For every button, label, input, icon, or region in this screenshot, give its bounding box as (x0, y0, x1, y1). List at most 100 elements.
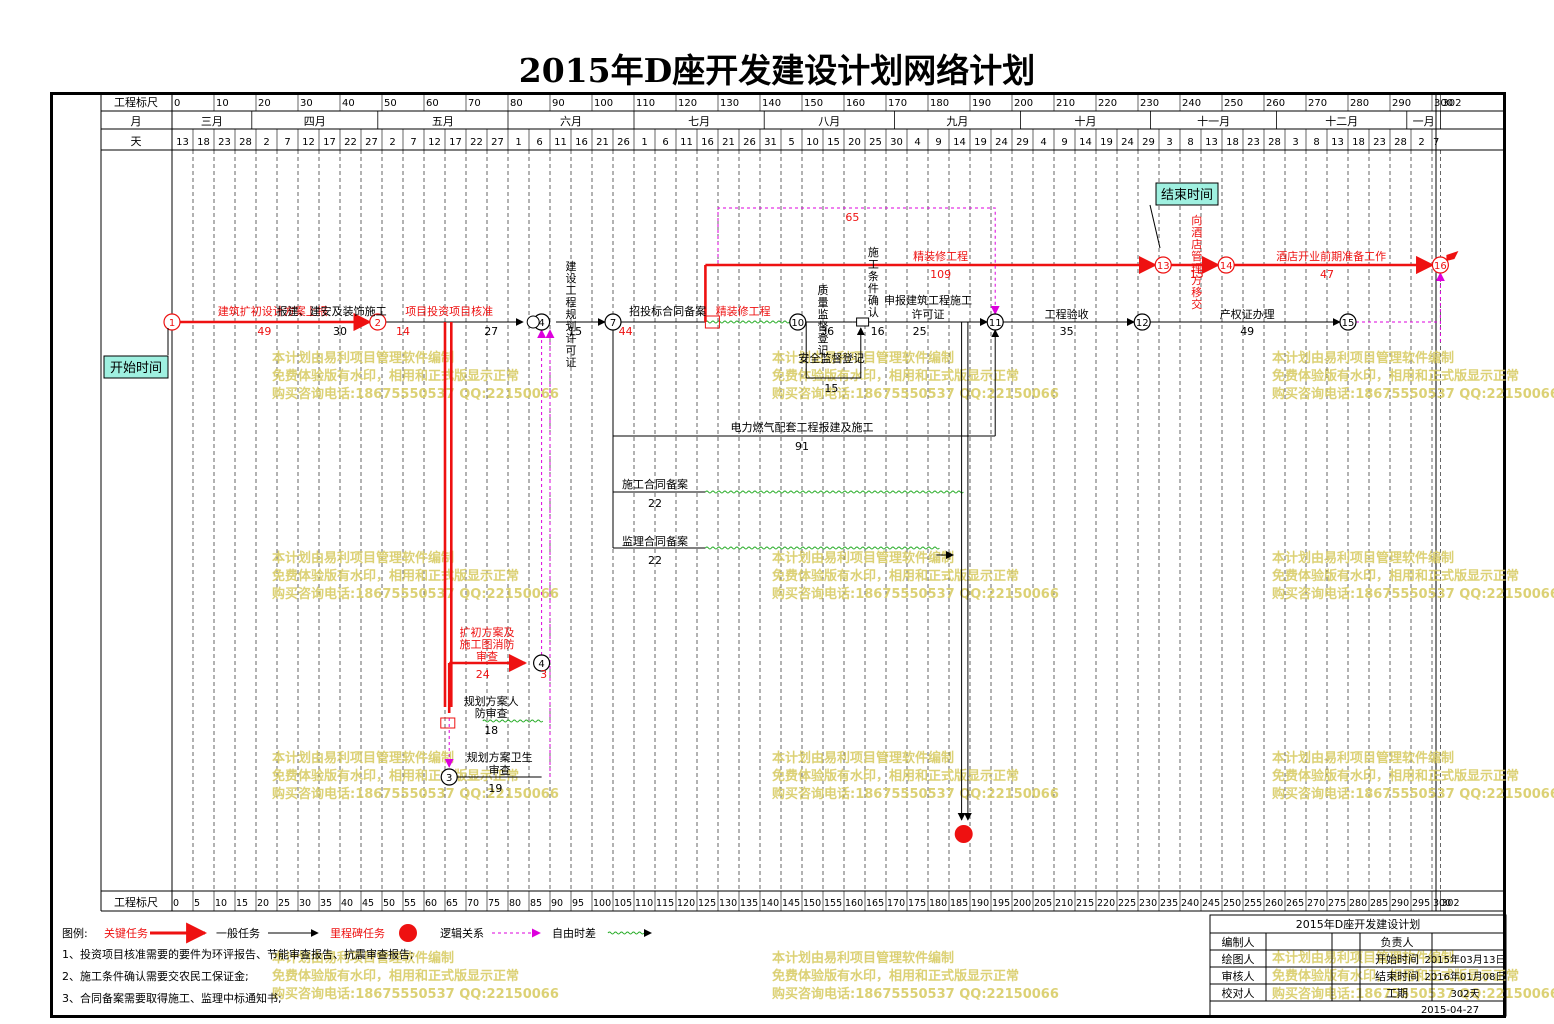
task-label-21a: 规划方案卫生 (467, 750, 533, 764)
watermark-text: 本计划由易利项目管理软件编制 (772, 350, 954, 366)
scale-tick-label: 270 (1308, 98, 1327, 109)
legend-logic: 逻辑关系 (440, 926, 484, 940)
bottom-scale-tick-label: 40 (341, 898, 353, 909)
scale-tick-label: 100 (594, 98, 613, 109)
start-callout-box (103, 355, 169, 379)
day-cell: 21 (596, 137, 609, 148)
info-key: 编制人 (1222, 935, 1255, 949)
day-label: 天 (131, 135, 142, 148)
day-cell: 4 (1040, 137, 1046, 148)
watermark-text: 购买咨询电话:18675550537 QQ:22150066 (1272, 986, 1554, 1002)
bottom-scale-tick-label: 255 (1244, 898, 1262, 909)
day-cell: 10 (806, 137, 819, 148)
chart-frame (50, 92, 1506, 1018)
day-cell: 28 (1268, 137, 1281, 148)
task-label-19a: 扩初方案及 (460, 625, 515, 639)
day-cell: 11 (680, 137, 693, 148)
scale-tick-label: 0 (174, 98, 180, 109)
slack-label-n4: 3 (540, 668, 547, 681)
node-circle (1431, 256, 1450, 274)
scale-tick-label: 250 (1224, 98, 1243, 109)
day-cell: 23 (1247, 137, 1260, 148)
day-cell: 28 (239, 137, 252, 148)
task-duration-5: 44 (619, 325, 633, 338)
task-label-5: 招投标合同备案 (629, 304, 706, 318)
task-label-14: 向酒店管理方移交 (1191, 213, 1202, 311)
day-cell: 1 (515, 137, 521, 148)
watermark-text: 购买咨询电话:18675550537 QQ:22150066 (772, 986, 1059, 1002)
day-cell: 23 (218, 137, 231, 148)
node-circle (440, 768, 458, 786)
bottom-scale-label: 工程标尺 (114, 895, 158, 909)
day-cell: 13 (1205, 137, 1218, 148)
node-circle (789, 313, 807, 331)
task-duration-13: 49 (1240, 325, 1254, 338)
task-duration-1: 30 (333, 325, 347, 338)
scale-tick-label: 140 (762, 98, 781, 109)
watermark-text: 免费体验版有水印，相用和正式版显示正常 (772, 368, 1019, 384)
node-circle (1133, 313, 1151, 331)
task-duration-20: 18 (484, 724, 498, 737)
bottom-scale-tick-label: 195 (992, 898, 1010, 909)
watermark-text: 免费体验版有水印，相用和正式版显示正常 (1272, 768, 1519, 784)
bottom-scale-tick-label: 220 (1097, 898, 1115, 909)
day-cell: 18 (1226, 137, 1239, 148)
watermark-text: 免费体验版有水印，相用和正式版显示正常 (1272, 568, 1519, 584)
day-cell: 25 (869, 137, 882, 148)
info-table (1209, 914, 1507, 1017)
scale-tick-label: 210 (1056, 98, 1075, 109)
scale-tick-label: 180 (930, 98, 949, 109)
day-cell: 2 (1418, 137, 1424, 148)
task-label-8: 安全监督登记 (798, 351, 864, 365)
bottom-scale-tick-label: 210 (1055, 898, 1073, 909)
node-label: 15 (1342, 318, 1355, 329)
day-cell: 26 (617, 137, 630, 148)
bottom-scale-tick-label: 290 (1391, 898, 1409, 909)
freetime-contract (705, 490, 964, 494)
scale-tick-label: 290 (1392, 98, 1411, 109)
node-circle (1217, 256, 1235, 274)
node-label: 3 (446, 773, 452, 784)
info-key: 结束时间 (1375, 970, 1419, 983)
day-cell: 19 (974, 137, 987, 148)
scale-tick-label: 300 (1434, 98, 1453, 109)
task-label-20b: 防审查 (475, 706, 508, 720)
start-callout-text: 开始时间 (110, 361, 162, 376)
task-duration-12: 35 (1060, 325, 1074, 338)
freetime-edge-7-10 (705, 320, 790, 324)
day-cell: 7 (410, 137, 416, 148)
task-label-16: 电力燃气配套工程报建及施工 (731, 420, 874, 434)
watermark-text: 免费体验版有水印，相用和正式版显示正常 (772, 968, 1019, 984)
day-cell: 22 (344, 137, 357, 148)
bottom-scale-tick-label: 230 (1139, 898, 1157, 909)
watermark-text: 本计划由易利项目管理软件编制 (272, 950, 454, 966)
task-duration-16: 91 (795, 440, 809, 453)
day-cell: 4 (914, 137, 920, 148)
day-cell: 17 (323, 137, 336, 148)
info-value: 302天 (1450, 989, 1479, 1000)
task-label-4: 建设工程规划许可证 (566, 259, 577, 369)
task-duration-19: 24 (476, 668, 490, 681)
scale-tick-label: 70 (468, 98, 481, 109)
legend-milestone-dot (399, 924, 417, 942)
bottom-scale-tick-label: 140 (761, 898, 779, 909)
node-circle (1154, 256, 1172, 274)
day-cell: 3 (1292, 137, 1298, 148)
watermark-text: 免费体验版有水印，相用和正式版显示正常 (272, 968, 519, 984)
bottom-scale-tick-label: 215 (1076, 898, 1094, 909)
month-label-cell: 七月 (688, 115, 710, 128)
bottom-scale-tick-label: 160 (845, 898, 863, 909)
bottom-scale-tick-label: 5 (194, 898, 200, 909)
chart-title: 2015年D座开发建设计划网络计划 (518, 51, 1036, 90)
bottom-scale-tick-label: 55 (404, 898, 416, 909)
task-duration-17: 22 (648, 497, 662, 510)
scale-tick-label: 302 (1442, 98, 1461, 109)
day-cell: 28 (1394, 137, 1407, 148)
month-label-cell: 四月 (304, 115, 326, 128)
node-label: 4 (538, 318, 544, 329)
node-label: 16 (1434, 261, 1447, 272)
month-label-cell: 三月 (201, 115, 223, 128)
day-cell: 12 (302, 137, 315, 148)
day-cell: 8 (1187, 137, 1193, 148)
